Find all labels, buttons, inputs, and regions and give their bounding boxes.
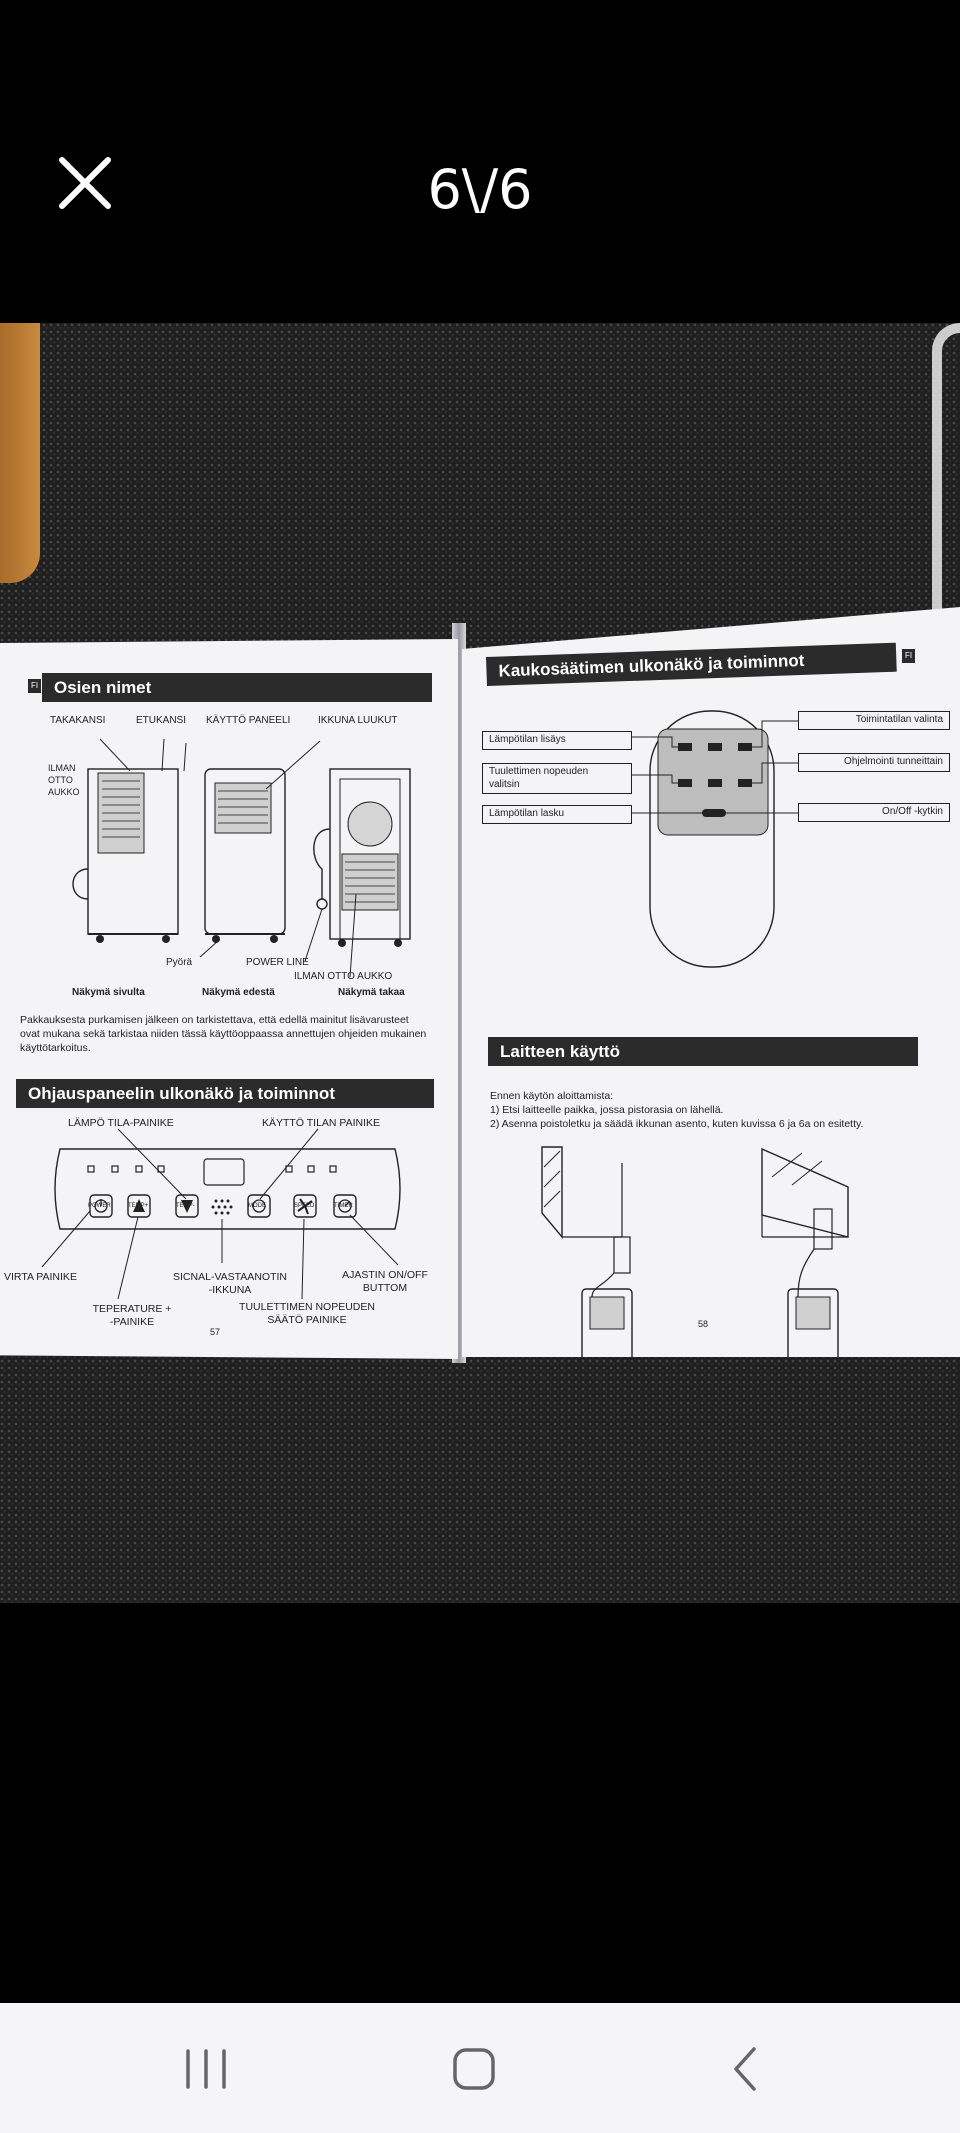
remote-label-tuulettimen-1: Tuulettimen nopeuden xyxy=(489,766,589,777)
label-ajastin-1: AJASTIN ON/OFF xyxy=(342,1269,428,1281)
section-title-laitteen-kaytto: Laitteen käyttö xyxy=(488,1037,918,1067)
recents-icon[interactable] xyxy=(156,2033,256,2103)
unpacking-paragraph: Pakkauksesta purkamisen jälkeen on tarki… xyxy=(20,1014,427,1055)
label-virta: VIRTA PAINIKE xyxy=(4,1271,77,1283)
label-power-line: POWER LINE xyxy=(246,957,309,968)
label-ilman-otto-aukko: ILMAN OTTO AUKKO xyxy=(294,971,393,982)
photo[interactable]: FI Osien nimet TAKAKANSI ETUKANSI KÄYTTÖ… xyxy=(0,323,960,1603)
corner-tag: FI xyxy=(28,679,42,693)
figure-label-6: Kuva 6 xyxy=(652,1377,685,1389)
back-icon[interactable] xyxy=(694,2033,794,2103)
label-temp-plus-1: TEPERATURE + xyxy=(92,1303,172,1315)
installation-figures xyxy=(541,1146,849,1357)
label-ilman-1: ILMAN xyxy=(48,763,76,773)
label-kaytto-paneeli: KÄYTTÖ PANEELI xyxy=(206,715,291,726)
page-number-right: 58 xyxy=(698,1319,709,1329)
usage-step1: 1) Etsi laitteelle paikka, jossa pistora… xyxy=(490,1104,724,1116)
label-kaytto-tila: KÄYTTÖ TILAN PAINIKE xyxy=(262,1117,381,1129)
wood-surface xyxy=(0,323,40,583)
system-nav-bar xyxy=(0,2003,960,2133)
btn-label-speed: SPEED xyxy=(294,1203,315,1209)
home-icon[interactable] xyxy=(424,2033,524,2103)
usage-intro: Ennen käytön aloittamista: xyxy=(490,1090,614,1102)
remote-label-tuulettimen-2: valitsin xyxy=(489,778,520,790)
view-front: Näkymä edestä xyxy=(202,987,275,998)
view-back: Näkymä takaa xyxy=(338,987,405,998)
remote-label-ohjelmointi: Ohjelmointi tunneittain xyxy=(798,753,950,772)
label-tuuletin-2: SÄÄTÖ PAINIKE xyxy=(267,1314,347,1326)
manual-page-right: Kaukosäätimen ulkonäkö ja toiminnot FI L… xyxy=(462,607,960,1357)
control-panel-drawing xyxy=(41,1128,401,1300)
remote-drawing xyxy=(632,710,798,968)
btn-label-temp-up: TEMP+ xyxy=(128,1203,149,1209)
label-signal-2: -IKKUNA xyxy=(208,1284,252,1296)
label-pyora: Pyörä xyxy=(166,957,193,968)
label-ilman-3: AUKKO xyxy=(48,787,80,797)
label-lampo-tila: LÄMPÖ TILA-PAINIKE xyxy=(68,1117,174,1129)
remote-label-toimintatilan-valinta: Toimintatilan valinta xyxy=(798,711,950,730)
viewer-top-bar: 6\/6 xyxy=(0,0,960,323)
label-tuuletin-1: TUULETTIMEN NOPEUDEN xyxy=(239,1301,375,1313)
figure-label-6a: Kuva 6a xyxy=(862,1377,901,1389)
image-counter: 6\/6 xyxy=(427,158,533,221)
label-takakansi: TAKAKANSI xyxy=(50,715,106,726)
section-title-osien-nimet: Osien nimet xyxy=(42,673,432,703)
corner-tag-right: FI xyxy=(902,649,916,663)
close-icon[interactable] xyxy=(52,150,118,216)
view-side: Näkymä sivulta xyxy=(72,987,145,998)
manual-page-left: FI Osien nimet TAKAKANSI ETUKANSI KÄYTTÖ… xyxy=(0,639,458,1359)
section-title-ohjauspaneeli: Ohjauspaneelin ulkonäkö ja toiminnot xyxy=(16,1079,434,1109)
label-ajastin-2: BUTTOM xyxy=(362,1282,408,1294)
remote-label-onoff: On/Off -kytkin xyxy=(798,803,950,822)
label-temp-plus-2: -PAINIKE xyxy=(109,1316,155,1328)
btn-label-timer: TIMER xyxy=(334,1203,353,1209)
label-ikkuna-luukut: IKKUNA LUUKUT xyxy=(318,715,398,726)
white-cable xyxy=(932,323,960,663)
page-number-left: 57 xyxy=(210,1327,221,1337)
remote-label-lampotilan-lasku: Lämpötilan lasku xyxy=(482,805,632,824)
section-title-kaukosaadin: Kaukosäätimen ulkonäkö ja toiminnot xyxy=(486,642,897,687)
btn-label-mode: MODE xyxy=(248,1203,266,1209)
btn-label-temp-down: TEMP- xyxy=(176,1203,195,1209)
remote-label-tuulettimen: Tuulettimen nopeuden valitsin xyxy=(482,763,632,794)
usage-step2: 2) Asenna poistoletku ja säädä ikkunan a… xyxy=(490,1118,864,1130)
label-ilman-2: OTTO xyxy=(48,775,73,785)
label-signal-1: SICNAL-VASTAANOTIN xyxy=(173,1271,287,1283)
remote-label-lampotilan-lisays: Lämpötilan lisäys xyxy=(482,731,632,750)
btn-label-power: POWER xyxy=(88,1203,111,1209)
unit-drawings xyxy=(72,738,411,978)
label-etukansi: ETUKANSI xyxy=(136,715,187,726)
